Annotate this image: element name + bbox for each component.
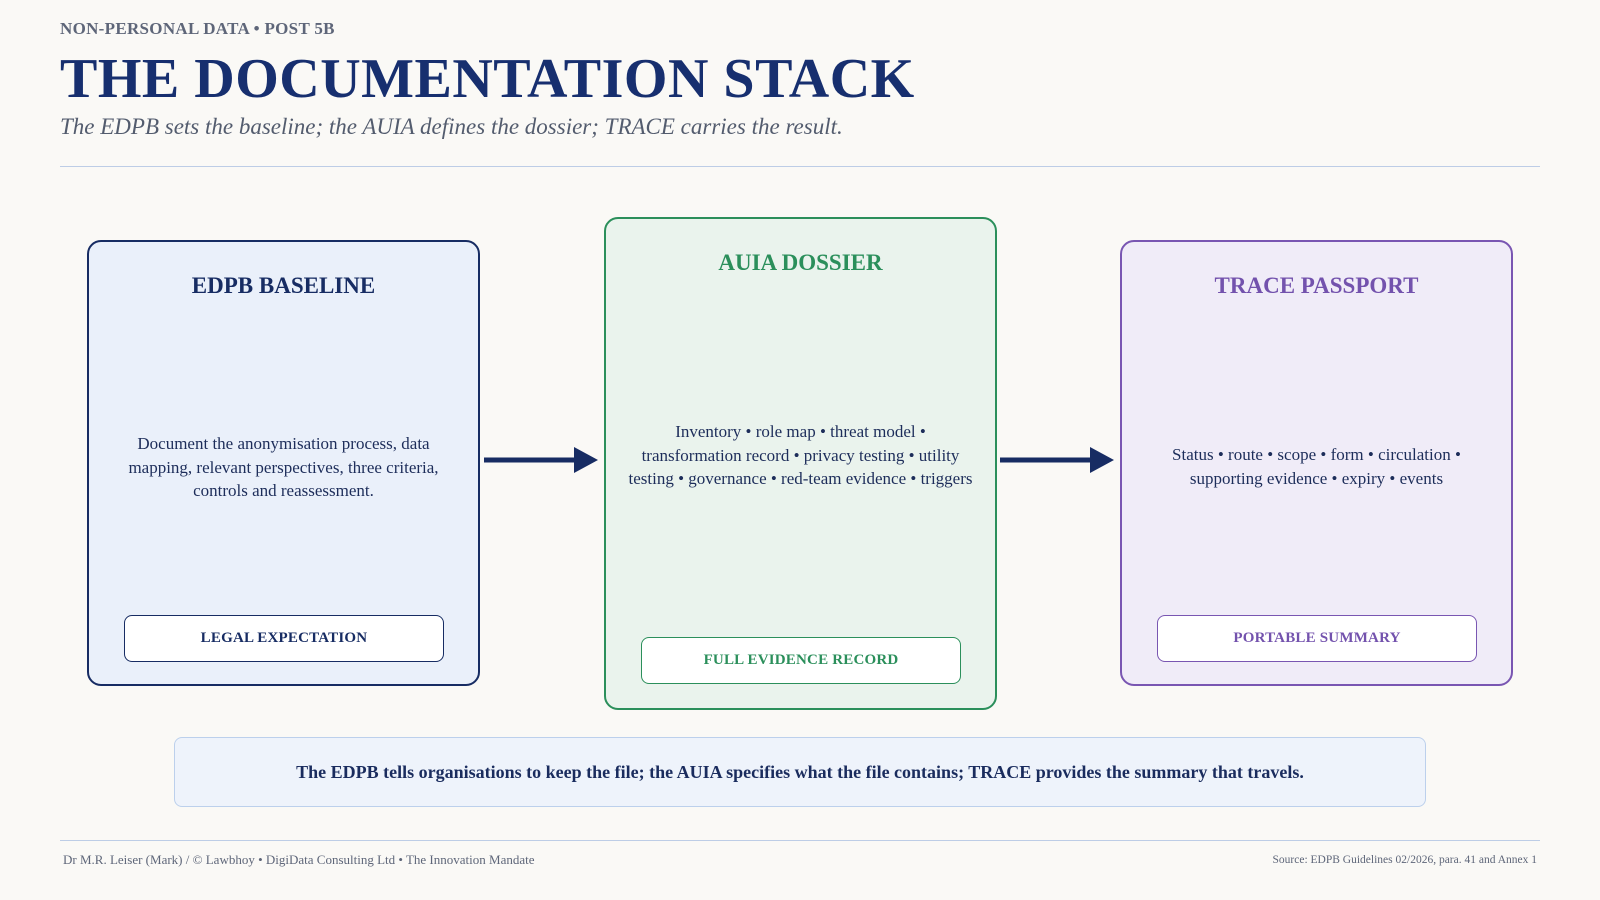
- right-arrow-icon: [1000, 447, 1114, 473]
- card-tag: PORTABLE SUMMARY: [1157, 615, 1477, 662]
- footer-credit: Dr M.R. Leiser (Mark) / © Lawbhoy • Digi…: [63, 852, 535, 867]
- card-title: AUIA DOSSIER: [718, 250, 883, 275]
- page-subtitle: The EDPB sets the baseline; the AUIA def…: [60, 114, 843, 139]
- card-edpb-baseline: EDPB BASELINE Document the anonymisation…: [87, 240, 480, 686]
- card-body: Document the anonymisation process, data…: [128, 434, 439, 500]
- footer-source: Source: EDPB Guidelines 02/2026, para. 4…: [1272, 854, 1537, 866]
- card-body: Inventory • role map • threat model • tr…: [628, 422, 973, 488]
- card-title: TRACE PASSPORT: [1214, 273, 1419, 298]
- card-tag: LEGAL EXPECTATION: [124, 615, 444, 662]
- page-title: THE DOCUMENTATION STACK: [60, 48, 915, 110]
- footer-divider: [60, 840, 1540, 841]
- header-divider: [60, 166, 1540, 167]
- right-arrow-icon: [484, 447, 598, 473]
- kicker: NON-PERSONAL DATA • POST 5B: [60, 19, 335, 38]
- card-title: EDPB BASELINE: [191, 273, 376, 298]
- card-trace-passport: TRACE PASSPORT Status • route • scope • …: [1120, 240, 1513, 686]
- card-body: Status • route • scope • form • circulat…: [1172, 445, 1461, 488]
- card-auia-dossier: AUIA DOSSIER Inventory • role map • thre…: [604, 217, 997, 710]
- summary-note: The EDPB tells organisations to keep the…: [174, 737, 1426, 807]
- card-tag: FULL EVIDENCE RECORD: [641, 637, 961, 684]
